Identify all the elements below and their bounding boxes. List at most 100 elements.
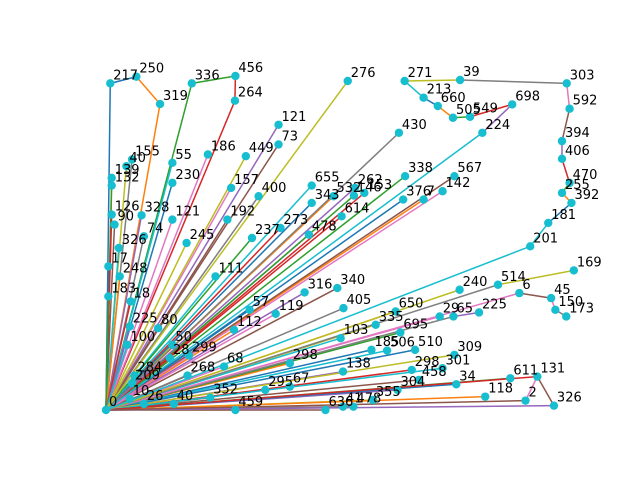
graph-edge	[105, 349, 416, 411]
graph-node	[368, 395, 378, 405]
graph-node	[155, 99, 165, 109]
graph-node	[107, 210, 116, 219]
node-label: 250	[139, 62, 164, 77]
node-label: 268	[191, 361, 216, 376]
node-label: 112	[237, 315, 262, 330]
graph-edge	[519, 292, 552, 299]
graph-edge	[105, 219, 228, 411]
graph-node	[104, 262, 113, 271]
node-label: 406	[565, 144, 590, 159]
node-label: 592	[573, 94, 598, 109]
graph-node	[165, 354, 175, 363]
graph-node	[414, 375, 424, 385]
node-label: 73	[282, 129, 299, 144]
graph-node	[450, 350, 459, 360]
graph-edge	[105, 245, 531, 411]
node-label: 301	[446, 353, 471, 368]
node-label: 456	[238, 61, 263, 76]
node-label: 121	[282, 110, 307, 125]
node-label: 248	[123, 261, 148, 276]
node-label: 40	[129, 151, 146, 166]
graph-edge	[105, 155, 247, 411]
node-label: 394	[565, 126, 590, 141]
graph-edge	[105, 354, 455, 411]
node-label: 50	[175, 330, 192, 345]
node-label: 237	[255, 223, 280, 238]
graph-edge	[536, 376, 555, 407]
graph-edge	[105, 307, 344, 411]
node-label: 549	[473, 102, 498, 117]
graph-edge	[105, 175, 455, 411]
node-label: 376	[406, 185, 431, 200]
graph-node	[125, 394, 134, 404]
node-label: 506	[390, 336, 415, 351]
graph-node	[211, 272, 220, 281]
graph-edge	[105, 395, 486, 411]
graph-node	[382, 346, 392, 355]
node-label: 567	[457, 161, 482, 176]
graph-edge	[497, 269, 574, 286]
graph-node	[261, 385, 270, 395]
node-label: 40	[177, 389, 194, 404]
graph-edge	[105, 192, 365, 411]
graph-node	[241, 151, 251, 161]
node-label: 326	[557, 391, 582, 406]
graph-edge	[529, 222, 549, 247]
node-label: 74	[147, 221, 164, 236]
node-label: 67	[293, 372, 310, 387]
node-label: 183	[111, 281, 136, 296]
node-label: 405	[346, 293, 371, 308]
graph-node	[349, 402, 358, 411]
graph-edge	[547, 202, 572, 224]
node-label: 142	[446, 176, 471, 191]
graph-edge	[110, 75, 137, 85]
graph-node	[274, 120, 283, 129]
node-label: 326	[122, 233, 147, 248]
graph-node	[231, 405, 240, 415]
node-label: 90	[118, 210, 135, 225]
node-label: 695	[403, 318, 428, 333]
node-label: 224	[485, 118, 510, 133]
graph-node	[184, 351, 194, 360]
graph-node	[300, 288, 309, 297]
node-label: 213	[427, 83, 452, 98]
node-label: 126	[115, 200, 140, 215]
graph-node	[567, 198, 576, 208]
graph-node	[481, 392, 490, 401]
graph-edge	[105, 344, 129, 411]
graph-node	[410, 345, 420, 355]
node-label: 230	[175, 168, 200, 183]
graph-node	[274, 140, 283, 149]
graph-node	[231, 71, 240, 81]
node-label: 470	[573, 168, 598, 183]
node-label: 328	[145, 200, 170, 215]
graph-node	[114, 243, 123, 253]
graph-node	[557, 188, 567, 198]
graph-node	[137, 211, 146, 220]
graph-edge	[105, 132, 400, 411]
graph-edge	[105, 296, 110, 411]
node-label: 118	[488, 382, 513, 397]
graph-node	[285, 382, 295, 391]
graph-edge	[105, 202, 313, 411]
graph-node	[336, 333, 345, 343]
graph-node	[478, 128, 487, 137]
graph-edge	[404, 80, 425, 99]
node-label: 28	[173, 343, 190, 358]
node-label: 514	[501, 270, 526, 285]
graph-edge	[404, 79, 461, 82]
graph-edge	[105, 315, 454, 411]
graph-edge	[105, 198, 404, 411]
graph-node	[569, 266, 579, 275]
graph-node	[229, 325, 239, 335]
graph-edge	[481, 103, 513, 134]
node-label: 2	[528, 386, 536, 401]
graph-node	[493, 280, 503, 289]
graph-node	[230, 96, 240, 105]
graph-node	[435, 312, 444, 321]
node-label: 155	[135, 145, 160, 160]
graph-node	[549, 401, 559, 410]
graph-edge	[561, 158, 571, 184]
node-label: 111	[218, 261, 243, 276]
